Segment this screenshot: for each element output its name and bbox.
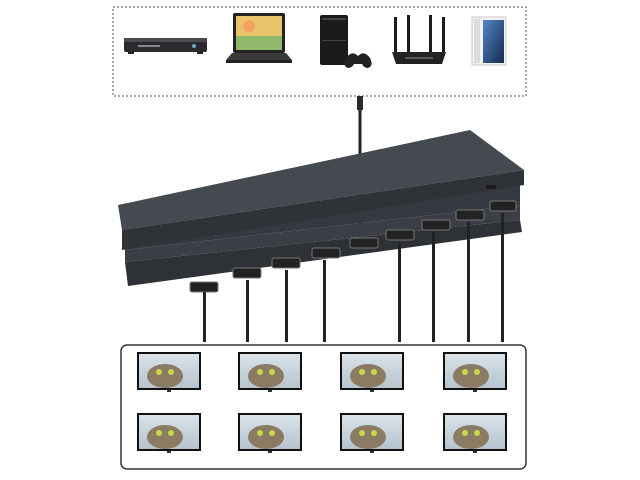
tv-cat-icon xyxy=(340,352,404,392)
wifi-router-icon xyxy=(392,15,446,64)
laptop-icon xyxy=(226,13,292,63)
output-cables xyxy=(203,213,504,342)
hdmi-splitter-icon xyxy=(118,130,524,286)
tv-cat-icon xyxy=(137,413,201,453)
tv-cat-icon xyxy=(340,413,404,453)
dvd-player-icon xyxy=(124,38,207,54)
tv-cat-icon xyxy=(238,352,302,392)
output-ports xyxy=(189,200,517,293)
tv-cat-icon xyxy=(443,413,507,453)
sources-frame xyxy=(112,6,527,97)
game-console-icon xyxy=(320,15,372,68)
displays-frame xyxy=(120,344,527,470)
desktop-pc-icon xyxy=(471,16,507,66)
tv-cat-icon xyxy=(443,352,507,392)
tv-cat-icon xyxy=(238,413,302,453)
tv-cat-icon xyxy=(137,352,201,392)
